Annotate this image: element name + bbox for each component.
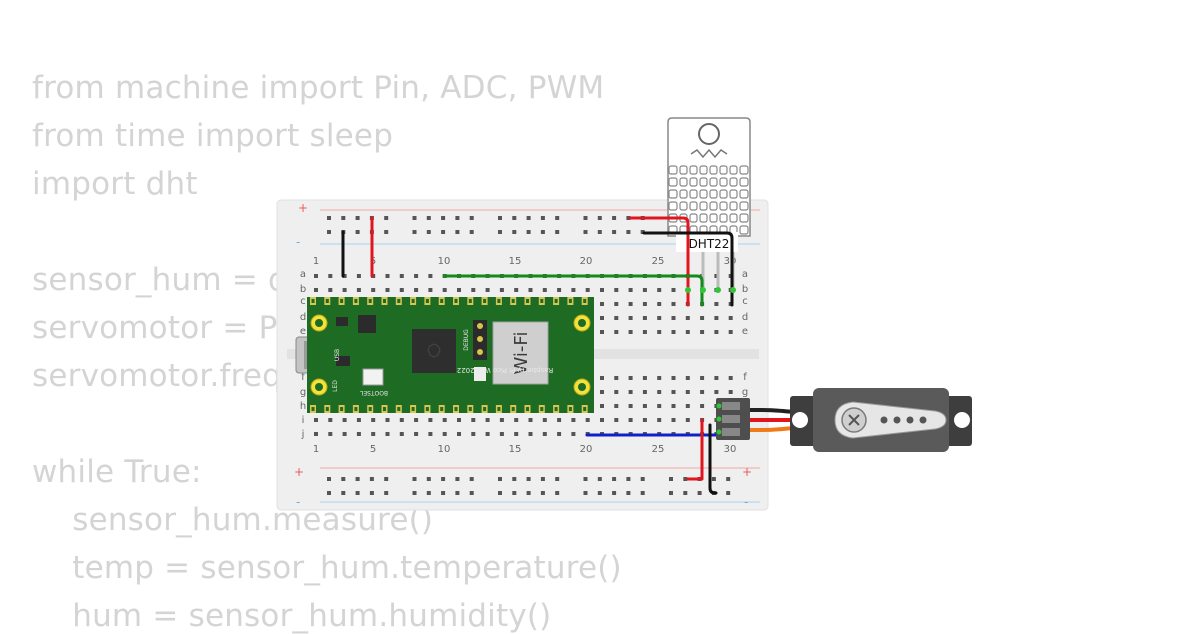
column-number: 20 xyxy=(580,256,593,267)
debug-label: DEBUG xyxy=(463,329,470,351)
wire-red[interactable] xyxy=(686,418,704,481)
wire-green[interactable] xyxy=(442,274,704,307)
row-letter: i xyxy=(302,415,305,426)
dht22-grille xyxy=(668,165,749,235)
column-number: 30 xyxy=(724,444,737,455)
column-number: 1 xyxy=(313,256,319,267)
code-line: import dht xyxy=(32,166,198,202)
column-number: 15 xyxy=(509,444,522,455)
plus-sign: + xyxy=(742,465,752,479)
bootsel-label: BOOTSEL xyxy=(359,389,388,396)
code-line: from machine import Pin, ADC, PWM xyxy=(32,70,605,106)
raspberry-pi-pico-w[interactable]: Wi-Fi DEBUG Raspberry Pi Pico W ©2022 BO… xyxy=(295,297,594,413)
wire-black[interactable] xyxy=(708,423,718,495)
row-letter: a xyxy=(742,269,748,280)
code-line: hum = sensor_hum.humidity() xyxy=(32,598,552,634)
board-text: Raspberry Pi Pico W ©2022 xyxy=(457,366,553,374)
bootsel-button[interactable] xyxy=(362,368,384,386)
row-letter: g xyxy=(742,387,748,398)
row-letter: h xyxy=(300,401,306,412)
column-number: 15 xyxy=(509,256,522,267)
minus-sign: - xyxy=(296,235,300,249)
code-line: from time import sleep xyxy=(32,118,394,154)
wifi-label: Wi-Fi xyxy=(511,332,532,375)
row-letter: f xyxy=(301,372,305,383)
column-number: 20 xyxy=(580,444,593,455)
row-letter: e xyxy=(300,326,306,337)
code-line: while True: xyxy=(32,454,202,490)
servo-motor[interactable] xyxy=(716,388,972,452)
minus-sign: - xyxy=(744,495,748,509)
row-letter: j xyxy=(301,429,305,440)
row-letter: b xyxy=(742,284,748,295)
code-line: temp = sensor_hum.temperature() xyxy=(32,550,622,586)
pico-pins xyxy=(310,297,588,413)
row-letter: e xyxy=(742,326,748,337)
wire-black[interactable] xyxy=(642,231,734,307)
plus-sign: + xyxy=(298,201,308,215)
row-letter: d xyxy=(742,312,748,323)
row-letter: b xyxy=(300,284,306,295)
row-letter: g xyxy=(300,387,306,398)
dht22-label: DHT22 xyxy=(689,237,730,251)
plus-sign: + xyxy=(294,465,304,479)
column-number: 10 xyxy=(438,444,451,455)
column-number: 30 xyxy=(724,256,737,267)
usb-label: USB xyxy=(334,349,341,361)
row-letter: c xyxy=(742,296,748,307)
raspberry-logo-icon xyxy=(427,343,441,358)
led-label: LED xyxy=(332,380,339,392)
row-letter: f xyxy=(743,372,747,383)
minus-sign: - xyxy=(296,495,300,509)
column-number: 1 xyxy=(313,444,319,455)
row-letter: c xyxy=(300,296,306,307)
wire-red[interactable] xyxy=(628,216,690,307)
column-number: 25 xyxy=(652,444,665,455)
column-number: 10 xyxy=(438,256,451,267)
column-number: 25 xyxy=(652,256,665,267)
row-letter: a xyxy=(300,269,306,280)
wifi-module xyxy=(492,321,549,385)
row-letter: d xyxy=(300,312,306,323)
rp2040-chip xyxy=(412,329,456,373)
column-number: 5 xyxy=(370,444,376,455)
